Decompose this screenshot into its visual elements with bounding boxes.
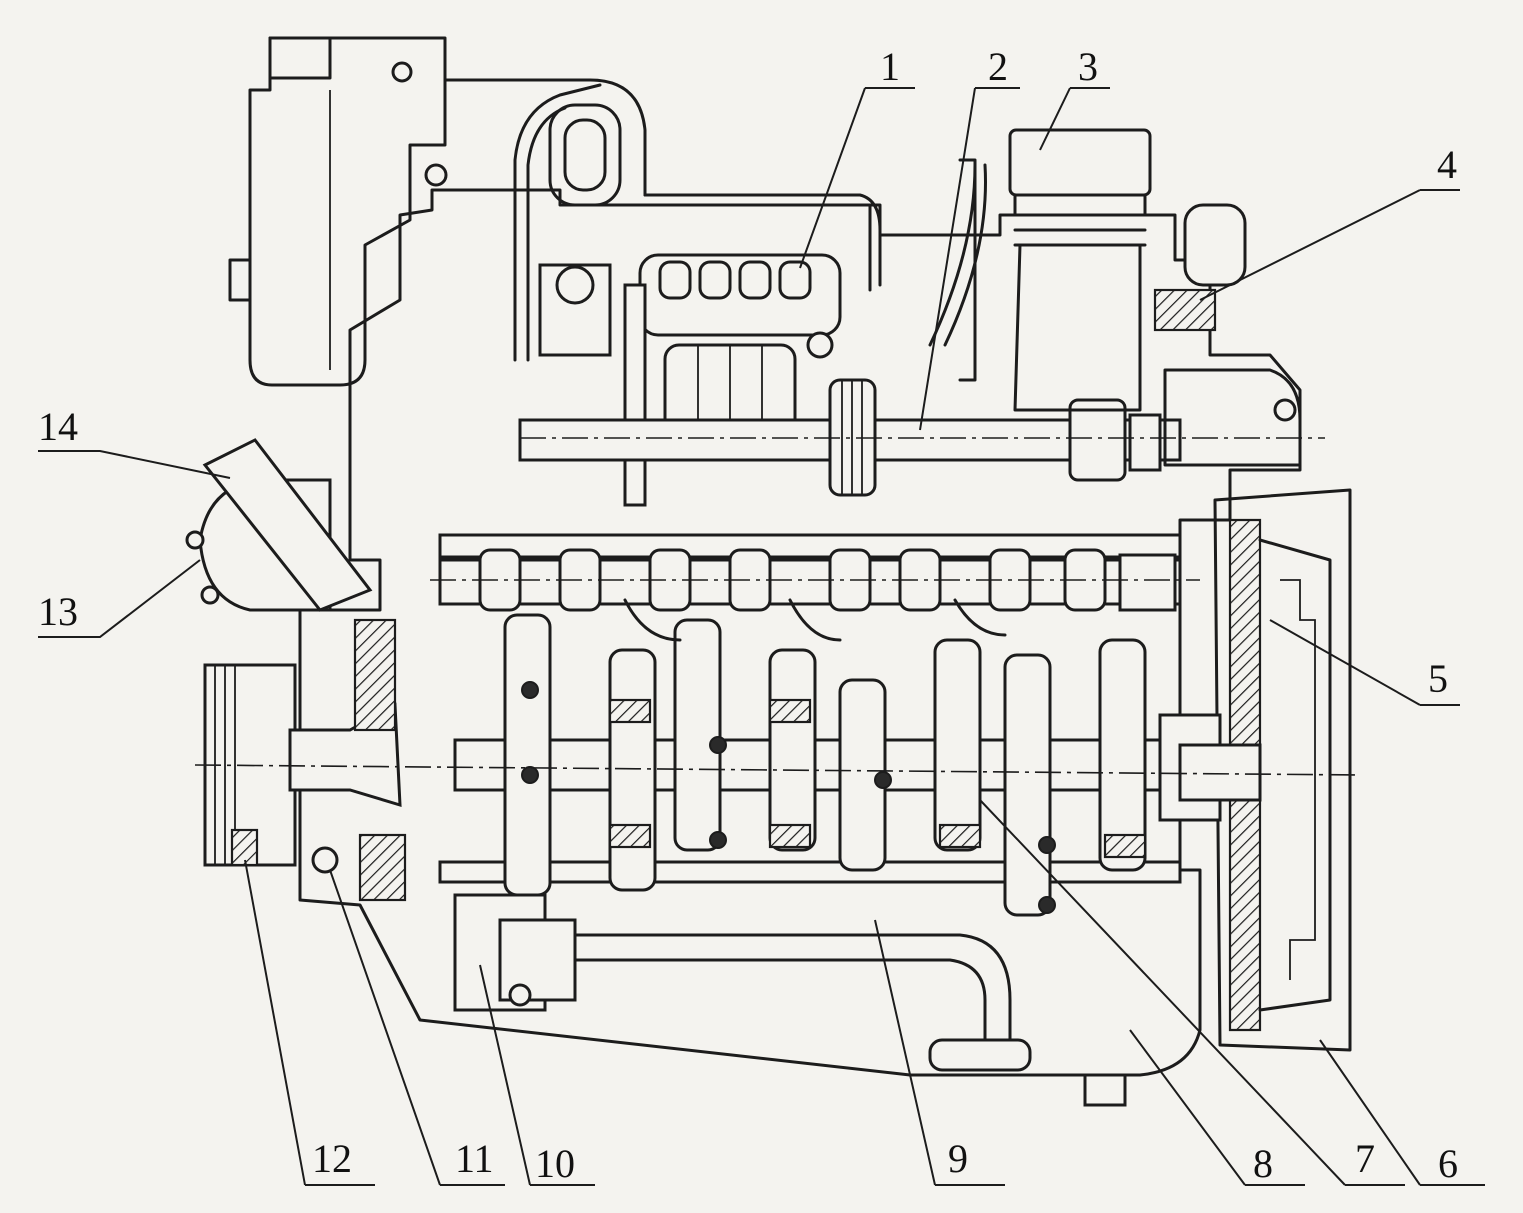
oil-pump	[453, 893, 577, 1012]
camshaft	[438, 548, 1182, 612]
leader-10	[479, 964, 595, 1186]
callout-8: 8	[1253, 1141, 1273, 1186]
leader-7	[979, 799, 1405, 1186]
callout-11: 11	[455, 1136, 494, 1181]
leader-12	[244, 859, 375, 1186]
callout-12: 12	[312, 1136, 352, 1181]
pump-drive-shaft	[518, 378, 1182, 497]
pump-outlets	[658, 260, 812, 300]
leader-8	[1129, 1029, 1305, 1186]
oil-filter	[185, 438, 373, 612]
leader-9	[874, 919, 1005, 1186]
leader-lines	[38, 87, 1485, 1186]
air-compressor	[928, 128, 1247, 412]
callout-14: 14	[38, 404, 78, 449]
timing-gear-housing	[1153, 288, 1352, 1052]
leader-6	[1319, 1039, 1485, 1186]
callout-4: 4	[1437, 142, 1457, 187]
intake-pipes	[443, 78, 882, 362]
callout-7: 7	[1355, 1136, 1375, 1181]
callout-10: 10	[535, 1141, 575, 1186]
callout-13: 13	[38, 589, 78, 634]
callout-1: 1	[880, 44, 900, 89]
leader-2	[919, 87, 1020, 431]
leader-4	[1199, 189, 1460, 301]
intake-housing	[228, 36, 448, 387]
leader-1	[799, 87, 915, 269]
leader-11	[329, 869, 505, 1186]
leader-5	[1269, 619, 1460, 706]
oil-holes	[521, 681, 1056, 914]
center-lines	[194, 437, 1361, 776]
flywheel-housing	[1158, 713, 1262, 822]
crankshaft	[453, 598, 1177, 917]
oil-pickup-tube	[573, 933, 1127, 1107]
callout-9: 9	[948, 1136, 968, 1181]
callout-2: 2	[988, 44, 1008, 89]
leader-3	[1039, 87, 1110, 151]
leader-13	[38, 559, 201, 638]
front-pulley	[203, 608, 407, 902]
callout-3: 3	[1078, 44, 1098, 89]
callout-labels: 1 2 3 4 5 6 7 8 9 10 11 12 13 14	[38, 44, 1458, 1186]
fuel-injection-pump	[538, 253, 842, 507]
callout-5: 5	[1428, 656, 1448, 701]
leader-14	[38, 450, 231, 479]
main-bearings	[608, 698, 1147, 859]
callout-6: 6	[1438, 1141, 1458, 1186]
